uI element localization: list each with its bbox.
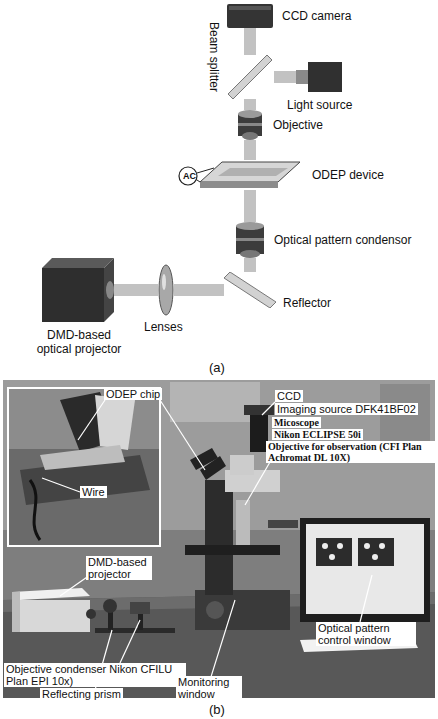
light-beam (244, 99, 256, 110)
light-beam (174, 284, 224, 296)
part-name: Nikon ECLIPSE 50i (272, 429, 363, 440)
condenser-lens-shape (234, 222, 266, 258)
part-name: DMD-based projector (86, 556, 152, 580)
reflector-mirror-shape (224, 272, 276, 308)
component-label: DMD-based optical projector (30, 328, 128, 356)
focusing-lens-shape (158, 264, 174, 316)
part-name: Imaging source DFK41BF02 (275, 403, 418, 415)
odep-device-shape (200, 160, 300, 190)
objective-lens-shape (236, 110, 264, 140)
light-beam (274, 71, 296, 83)
objective-lens: Objective (236, 110, 264, 140)
component-label: Reflector (283, 296, 331, 310)
panel-letter: (b) (209, 702, 225, 717)
condenser-lens: Optical pattern condensor (234, 222, 266, 258)
light-beam (114, 284, 158, 296)
light-beam (244, 258, 256, 272)
focusing-lens: Lenses (158, 264, 174, 316)
part-name: ODEP chip (104, 388, 162, 400)
light-source: Light source (296, 62, 342, 92)
part-name: Reflecting prism (40, 688, 123, 700)
ccd-camera: CCD camera (227, 4, 273, 28)
component-label: CCD camera (282, 9, 351, 23)
light-source-shape (296, 62, 342, 92)
component-label: Light source (287, 98, 352, 112)
part-name: Monitoring window (176, 676, 242, 700)
light-beam (244, 190, 256, 222)
odep-device: ODEP device (200, 160, 300, 190)
part-name: Objective condenser Nikon CFILU Plan EPI… (4, 663, 186, 687)
ccd-camera-shape (227, 4, 273, 28)
light-beam (244, 140, 256, 160)
component-label: ODEP device (312, 168, 384, 182)
part-name: Objective for observation (CFI Plan Achr… (266, 441, 438, 463)
component-label: Beam splitter (207, 22, 221, 92)
part-name: Micoscope (272, 417, 321, 428)
panel-letter: (a) (209, 360, 225, 375)
ac-symbol-text: AC (183, 171, 196, 181)
dmd-projector: DMD-based optical projector (42, 258, 114, 322)
part-name: CCD (275, 390, 303, 402)
beam-splitter-shape (226, 55, 274, 99)
reflector-mirror: Reflector (224, 272, 276, 308)
part-name: Wire (80, 486, 107, 498)
light-beam (244, 28, 256, 55)
component-label: Lenses (144, 320, 183, 334)
beam-splitter: Beam splitter (226, 55, 274, 99)
component-label: Optical pattern condensor (274, 233, 411, 247)
component-label: Objective (273, 118, 323, 132)
part-name: Optical pattern control window (316, 622, 416, 646)
dmd-projector-shape (42, 258, 114, 322)
